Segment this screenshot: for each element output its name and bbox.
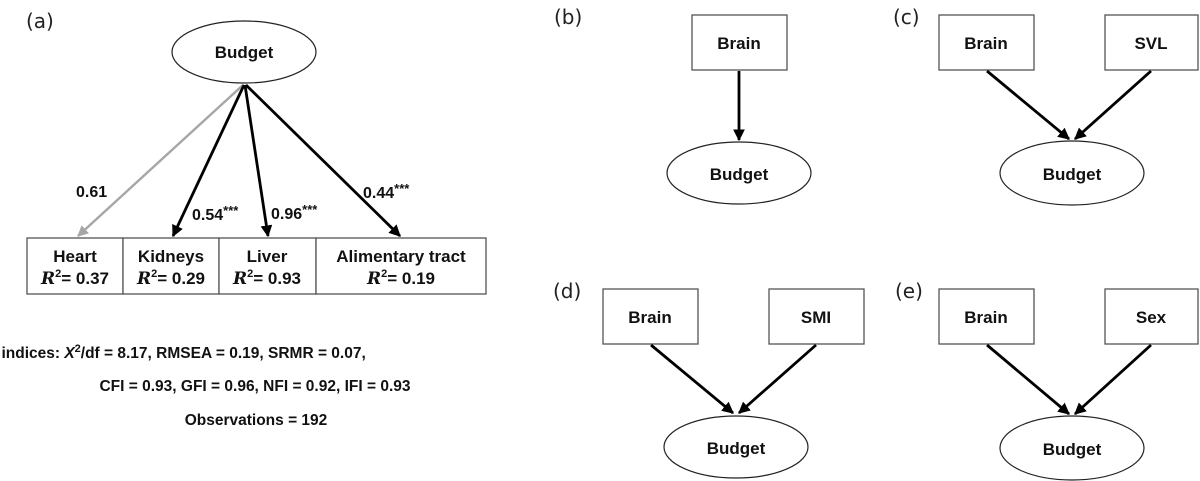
- panel-label-e: (e): [895, 279, 923, 303]
- indicator-name: Heart: [53, 247, 97, 266]
- predictor-label: Brain: [964, 308, 1007, 327]
- panel-c: (c) Brain SVL Budget: [893, 5, 1199, 206]
- outcome-ellipse: [663, 415, 809, 479]
- predictor-node-sex: Sex: [1104, 288, 1199, 345]
- indicator-liver: Liver R2= 0.93: [218, 237, 317, 295]
- predictor-label: Brain: [628, 308, 671, 327]
- path-arrow-svl-budget: [1074, 69, 1152, 141]
- observations-count: Observations = 192: [185, 412, 328, 429]
- path-arrow-sex-budget: [1074, 343, 1152, 416]
- predictor-label: Brain: [717, 34, 760, 53]
- indicator-kidneys: Kidneys R2= 0.29: [122, 237, 220, 295]
- predictor-box: [1104, 14, 1199, 71]
- path-arrow-heart: [77, 84, 244, 237]
- panel-label-a: (a): [26, 9, 54, 33]
- path-arrow-smi-budget: [738, 343, 817, 415]
- fit-indices-line-1: Fit indices: X2/df = 8.17, RMSEA = 0.19,…: [0, 343, 366, 362]
- path-arrow-brain-budget: [986, 343, 1070, 416]
- path-arrow-brain-budget: [986, 69, 1070, 141]
- path-arrow-alimentary: [245, 84, 401, 237]
- indicator-box: [218, 237, 317, 295]
- indicator-box: [122, 237, 220, 295]
- indicator-name: Alimentary tract: [336, 247, 466, 266]
- predictor-label: SMI: [801, 308, 831, 327]
- predictor-box: [938, 288, 1035, 345]
- predictor-box: [938, 14, 1035, 71]
- path-arrow-brain-budget: [650, 343, 734, 415]
- indicator-r2: R2= 0.29: [136, 268, 205, 289]
- indicator-r2: R2= 0.19: [366, 268, 435, 289]
- outcome-label: Budget: [1043, 165, 1102, 184]
- panel-label-b: (b): [554, 5, 582, 29]
- predictor-label: Brain: [964, 34, 1007, 53]
- predictor-box: [1104, 288, 1199, 345]
- indicator-name: Kidneys: [138, 247, 204, 266]
- coef-liver: 0.96***: [271, 202, 318, 223]
- outcome-ellipse: [999, 140, 1145, 206]
- predictor-label: Sex: [1136, 308, 1167, 327]
- outcome-node-budget: Budget: [999, 140, 1145, 206]
- outcome-label: Budget: [1043, 440, 1102, 459]
- outcome-ellipse: [999, 415, 1145, 481]
- panel-b: (b) Brain Budget: [554, 5, 812, 205]
- panel-label-c: (c): [893, 5, 920, 29]
- indicator-box: [315, 237, 487, 295]
- outcome-node-budget: Budget: [666, 141, 812, 205]
- coef-kidneys: 0.54***: [192, 203, 239, 224]
- indicator-alimentary-tract: Alimentary tract R2= 0.19: [315, 237, 487, 295]
- latent-node-budget: Budget: [171, 20, 317, 84]
- indicator-name: Liver: [247, 247, 288, 266]
- predictor-node-svl: SVL: [1104, 14, 1199, 71]
- path-arrow-kidneys: [171, 84, 246, 238]
- indicator-box: [26, 237, 124, 295]
- path-arrow-liver: [243, 84, 273, 238]
- indicator-r2: R2= 0.37: [40, 268, 109, 289]
- predictor-box: [691, 14, 788, 71]
- outcome-ellipse: [666, 141, 812, 205]
- predictor-node-brain: Brain: [938, 288, 1035, 345]
- predictor-node-brain: Brain: [691, 14, 788, 71]
- outcome-node-budget: Budget: [663, 415, 809, 479]
- indicator-r2: R2= 0.93: [232, 268, 301, 289]
- latent-label: Budget: [215, 43, 274, 62]
- fit-indices-line-2: CFI = 0.93, GFI = 0.96, NFI = 0.92, IFI …: [99, 378, 410, 395]
- outcome-label: Budget: [710, 165, 769, 184]
- predictor-node-brain: Brain: [602, 288, 699, 345]
- coef-alimentary: 0.44***: [363, 181, 410, 202]
- predictor-box: [602, 288, 699, 345]
- predictor-box: [768, 288, 865, 345]
- panel-d: (d) Brain SMI Budget: [553, 279, 865, 479]
- predictor-label: SVL: [1134, 34, 1167, 53]
- coef-heart: 0.61: [76, 184, 107, 201]
- predictor-node-brain: Brain: [938, 14, 1035, 71]
- outcome-label: Budget: [707, 439, 766, 458]
- panel-label-d: (d): [553, 279, 581, 303]
- panel-a: (a) Budget 0.61 0.54*** 0.96*** 0.44*** …: [0, 9, 487, 429]
- outcome-node-budget: Budget: [999, 415, 1145, 481]
- predictor-node-smi: SMI: [768, 288, 865, 345]
- panel-e: (e) Brain Sex Budget: [895, 279, 1199, 481]
- indicator-heart: Heart R2= 0.37: [26, 237, 124, 295]
- latent-ellipse: [171, 20, 317, 84]
